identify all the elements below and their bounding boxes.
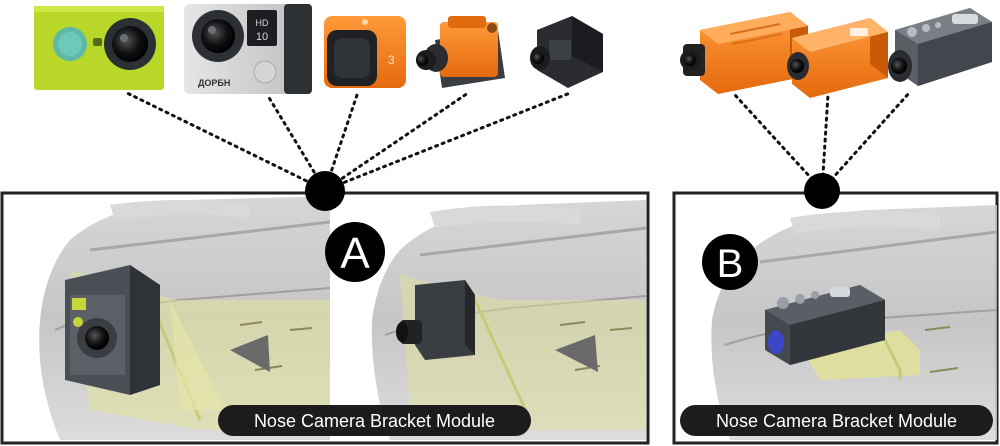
badge-a: A	[325, 222, 385, 282]
mounted-bullet-camera	[765, 285, 885, 365]
camera-group-a: HD 10 ДОРБН 3	[34, 4, 603, 94]
camera-icon	[416, 16, 505, 88]
connector-line	[820, 90, 912, 192]
nose-hull-right	[371, 200, 647, 440]
badge-b-label: B	[717, 242, 744, 286]
panel-a	[0, 191, 650, 445]
badge-a-label: A	[340, 229, 370, 278]
junction-node-a	[305, 171, 345, 211]
camera-icon	[888, 8, 992, 86]
camera-icon: HD 10 ДОРБН	[184, 4, 312, 94]
svg-text:10: 10	[256, 31, 268, 43]
camera-icon	[680, 12, 808, 94]
camera-side-text: 3	[388, 53, 395, 67]
connector-line	[123, 90, 327, 192]
caption-b: Nose Camera Bracket Module	[680, 405, 993, 436]
nose-hull-b	[711, 205, 997, 440]
yellow-action-camera	[34, 6, 164, 90]
orange-cube-camera: 3	[324, 16, 406, 88]
connector-line	[266, 94, 327, 192]
camera-icon	[34, 6, 164, 90]
mounted-action-camera	[65, 265, 160, 395]
badge-b: B	[702, 234, 758, 290]
camera-screen-text: HD	[256, 18, 269, 28]
caption-b-label: Nose Camera Bracket Module	[716, 411, 957, 431]
connector-line	[733, 93, 824, 192]
connector-line	[323, 91, 470, 192]
caption-a-label: Nose Camera Bracket Module	[254, 411, 495, 431]
orange-box-camera-1	[680, 12, 808, 94]
camera-icon: 3	[324, 16, 406, 88]
camera-brand-text: ДОРБН	[198, 78, 230, 88]
black-board-camera	[530, 16, 603, 88]
connector-lines	[123, 90, 912, 192]
junction-node-b	[804, 173, 840, 209]
connector-line	[323, 91, 572, 192]
nose-hull-left	[39, 196, 331, 440]
camera-group-b	[680, 8, 992, 98]
orange-fpv-camera	[416, 16, 505, 88]
orange-box-camera-2	[787, 18, 888, 98]
caption-a: Nose Camera Bracket Module	[218, 405, 531, 436]
grey-bullet-camera	[888, 8, 992, 86]
camera-icon	[787, 18, 888, 98]
mounted-board-camera	[396, 280, 475, 360]
camera-icon	[530, 16, 603, 88]
silver-action-camera: HD 10 ДОРБН	[184, 4, 312, 94]
